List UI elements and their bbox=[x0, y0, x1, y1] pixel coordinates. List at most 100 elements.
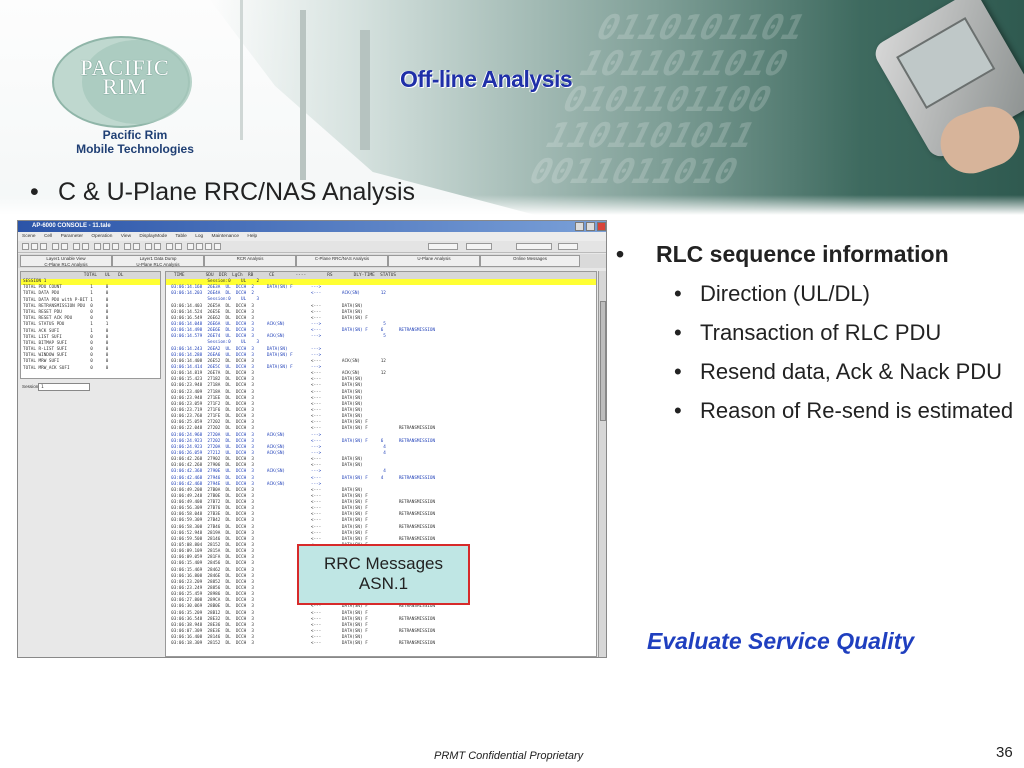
table-row[interactable]: 03:06:14.414 26E5C UL DCCH 3 DATA(SN) F … bbox=[166, 364, 322, 370]
toolbar-combo[interactable] bbox=[428, 243, 458, 250]
menu-item[interactable]: Maintenance bbox=[211, 234, 240, 239]
table-row[interactable]: 03:06:49.248 27B0E DL DCCH 3 <--- DATA(S… bbox=[166, 493, 368, 499]
scrollbar-thumb[interactable] bbox=[600, 301, 606, 421]
tab-u-plane-analysis[interactable]: U-Plane Analysis bbox=[388, 255, 480, 267]
session-select[interactable]: 1 bbox=[38, 383, 90, 391]
table-row[interactable]: 03:06:35.209 28B12 DL DCCH 3 <--- DATA(S… bbox=[166, 610, 368, 616]
table-row[interactable]: 03:06:58.308 27B46 DL DCCH 3 <--- DATA(S… bbox=[166, 524, 436, 530]
maximize-icon[interactable] bbox=[586, 222, 595, 231]
table-row[interactable]: 03:06:36.548 28E32 DL DCCH 3 <--- DATA(S… bbox=[166, 616, 436, 622]
menu-item[interactable]: DisplayMode bbox=[139, 234, 168, 239]
toolbar-combo[interactable] bbox=[516, 243, 552, 250]
table-row[interactable]: 03:06:26.059 27212 UL DCCH 3 ACK(SN) ---… bbox=[166, 450, 386, 456]
table-row[interactable]: 03:06:14.524 26E5E DL DCCH 3 <--- DATA(S… bbox=[166, 309, 363, 315]
menu-item[interactable]: Log bbox=[195, 234, 204, 239]
toolbar-icon[interactable] bbox=[82, 243, 89, 250]
table-row[interactable]: 03:06:14.408 26E52 DL DCCH 3 <--- ACK(SN… bbox=[166, 358, 386, 364]
toolbar-icon[interactable] bbox=[154, 243, 161, 250]
stats-row[interactable]: TOTAL RETRANSMISSION PDU 0 0 bbox=[23, 303, 109, 309]
toolbar-icon[interactable] bbox=[94, 243, 101, 250]
menu-item[interactable]: Operation bbox=[91, 234, 113, 239]
table-row[interactable]: Session:0 UL 2 bbox=[166, 279, 596, 286]
stats-row[interactable]: TOTAL LIST SUFI 0 0 bbox=[23, 334, 109, 340]
table-row[interactable]: 03:06:14.498 26E6E DL DCCH 3 <--- DATA(S… bbox=[166, 328, 436, 334]
table-row[interactable]: 03:06:23.768 271FE DL DCCH 3 <--- DATA(S… bbox=[166, 414, 363, 420]
table-row[interactable]: 03:06:30.069 28B0E DL DCCH 3 <--- DATA(S… bbox=[166, 604, 436, 610]
table-row[interactable]: 03:06:56.309 27B76 DL DCCH 3 <--- DATA(S… bbox=[166, 506, 368, 512]
table-row[interactable]: 03:06:58.048 27B3E DL DCCH 3 <--- DATA(S… bbox=[166, 512, 436, 518]
toolbar-icon[interactable] bbox=[112, 243, 119, 250]
table-row[interactable]: 03:06:24.923 27202 DL DCCH 3 <--- DATA(S… bbox=[166, 438, 436, 444]
toolbar-icon[interactable] bbox=[196, 243, 203, 250]
table-row[interactable]: 03:06:14.203 26E4A DL DCCH 2 <--- ACK(SN… bbox=[166, 291, 386, 297]
toolbar-icon[interactable] bbox=[61, 243, 68, 250]
tab-c-plane-rlc[interactable]: Layer1 Unable View C-Plane RLC Analysis bbox=[20, 255, 112, 267]
close-icon[interactable] bbox=[597, 222, 606, 231]
table-row[interactable]: 03:06:23.948 2718A DL DCCH 3 <--- DATA(S… bbox=[166, 383, 363, 389]
toolbar-icon[interactable] bbox=[175, 243, 182, 250]
table-row[interactable]: 03:06:14.048 26E6A UL DCCH 3 ACK(SN) ---… bbox=[166, 321, 386, 327]
table-row[interactable]: 03:06:38.948 28E36 DL DCCH 3 <--- DATA(S… bbox=[166, 622, 368, 628]
toolbar-icon[interactable] bbox=[73, 243, 80, 250]
toolbar-icon[interactable] bbox=[133, 243, 140, 250]
table-scrollbar[interactable] bbox=[598, 271, 606, 657]
toolbar-combo[interactable] bbox=[558, 243, 578, 250]
table-row[interactable]: 03:06:49.408 27B72 DL DCCH 3 <--- DATA(S… bbox=[166, 500, 436, 506]
table-row[interactable]: 03:06:23.059 271F2 DL DCCH 3 <--- DATA(S… bbox=[166, 401, 363, 407]
toolbar-icon[interactable] bbox=[187, 243, 194, 250]
menu-item[interactable]: Help bbox=[247, 234, 258, 239]
table-row[interactable]: 03:06:42.468 2794E UL DCCH 3 ACK(SN) ---… bbox=[166, 481, 322, 487]
stats-row[interactable]: SESSION 1 bbox=[21, 279, 160, 286]
menu-item[interactable]: Cell bbox=[43, 234, 53, 239]
table-row[interactable]: 03:06:14.288 26EA6 UL DCCH 3 DATA(SN) F … bbox=[166, 352, 322, 358]
table-row[interactable]: 03:06:49.208 27B0A DL DCCH 3 <--- DATA(S… bbox=[166, 487, 363, 493]
tab-rcr-analysis[interactable]: RCR Analysis bbox=[204, 255, 296, 267]
stats-row[interactable]: TOTAL ACK SUFI 1 0 bbox=[23, 328, 109, 334]
toolbar-icon[interactable] bbox=[52, 243, 59, 250]
stats-row[interactable]: TOTAL MRW SUFI 0 0 bbox=[23, 359, 109, 365]
toolbar-icon[interactable] bbox=[145, 243, 152, 250]
stats-row[interactable]: TOTAL STATUS PDU 1 1 bbox=[23, 322, 109, 328]
table-row[interactable]: 03:06:59.309 27B42 DL DCCH 3 <--- DATA(S… bbox=[166, 518, 368, 524]
stats-row[interactable]: TOTAL PDU COUNT 1 0 bbox=[23, 285, 109, 291]
table-row[interactable]: 03:06:42.268 27902 DL DCCH 3 <--- DATA(S… bbox=[166, 457, 363, 463]
table-row[interactable]: 03:06:25.059 27202 DL DCCH 3 <--- DATA(S… bbox=[166, 420, 368, 426]
menu-item[interactable]: Scene bbox=[22, 234, 36, 239]
toolbar-icon[interactable] bbox=[103, 243, 110, 250]
minimize-icon[interactable] bbox=[575, 222, 584, 231]
table-row[interactable]: 03:06:42.468 27946 DL DCCH 3 <--- DATA(S… bbox=[166, 475, 436, 481]
table-row[interactable]: 03:06:42.368 2790E UL DCCH 3 ACK(SN) ---… bbox=[166, 469, 386, 475]
tab-online-messages[interactable]: Online Messages bbox=[480, 255, 580, 267]
table-row[interactable]: Session:0 UL 3 bbox=[166, 297, 260, 303]
stats-row[interactable]: TOTAL BITMAP SUFI 0 0 bbox=[23, 340, 109, 346]
table-row[interactable]: 03:06:23.409 2718A DL DCCH 3 <--- DATA(S… bbox=[166, 389, 363, 395]
menu-item[interactable]: Table bbox=[175, 234, 187, 239]
table-row[interactable]: 03:06:14.819 26E7A DL DCCH 3 <--- ACK(SN… bbox=[166, 371, 386, 377]
table-row[interactable]: 03:06:24.923 2720A UL DCCH 3 ACK(SN) ---… bbox=[166, 444, 386, 450]
toolbar-icon[interactable] bbox=[214, 243, 221, 250]
toolbar-combo[interactable] bbox=[466, 243, 492, 250]
table-row[interactable]: 03:06:52.948 2819A DL DCCH 3 <--- DATA(S… bbox=[166, 530, 368, 536]
table-row[interactable]: 03:06:16.549 26E62 DL DCCH 3 <--- DATA(S… bbox=[166, 315, 368, 321]
toolbar-icon[interactable] bbox=[22, 243, 29, 250]
table-row[interactable]: 03:06:14.168 26E3A UL DCCH 2 DATA(SN) F … bbox=[166, 285, 322, 291]
stats-row[interactable]: TOTAL R-LIST SUFI 0 0 bbox=[23, 347, 109, 353]
table-row[interactable]: 03:06:42.268 27906 DL DCCH 3 <--- DATA(S… bbox=[166, 463, 363, 469]
toolbar-icon[interactable] bbox=[166, 243, 173, 250]
toolbar-icon[interactable] bbox=[40, 243, 47, 250]
table-row[interactable]: 03:06:14.243 26EA2 UL DCCH 3 DATA(SN) --… bbox=[166, 346, 322, 352]
stats-row[interactable]: TOTAL DATA PDU 1 0 bbox=[23, 291, 109, 297]
menu-item[interactable]: Parameter bbox=[60, 234, 83, 239]
table-row[interactable]: 03:06:07.309 28E3E DL DCCH 3 <--- DATA(S… bbox=[166, 629, 436, 635]
toolbar-icon[interactable] bbox=[205, 243, 212, 250]
stats-row[interactable]: TOTAL MRW_ACK SUFI 0 0 bbox=[23, 365, 109, 371]
table-row[interactable]: 03:06:24.968 2720A UL DCCH 3 ACK(SN) ---… bbox=[166, 432, 322, 438]
stats-row[interactable]: TOTAL DATA PDU with P-BIT 1 0 bbox=[23, 297, 109, 303]
table-row[interactable]: 03:06:14.403 26E5A DL DCCH 3 <--- DATA(S… bbox=[166, 303, 363, 309]
table-row[interactable]: 03:06:14.579 26E74 UL DCCH 3 ACK(SN) ---… bbox=[166, 334, 386, 340]
toolbar-icon[interactable] bbox=[124, 243, 131, 250]
table-row[interactable]: 03:06:23.948 271EE DL DCCH 3 <--- DATA(S… bbox=[166, 395, 363, 401]
tab-u-plane-rlc[interactable]: Layer1 Data Dump U-Plane RLC Analysis bbox=[112, 255, 204, 267]
toolbar-icon[interactable] bbox=[31, 243, 38, 250]
stats-row[interactable]: TOTAL WINDOW SUFI 0 0 bbox=[23, 353, 109, 359]
